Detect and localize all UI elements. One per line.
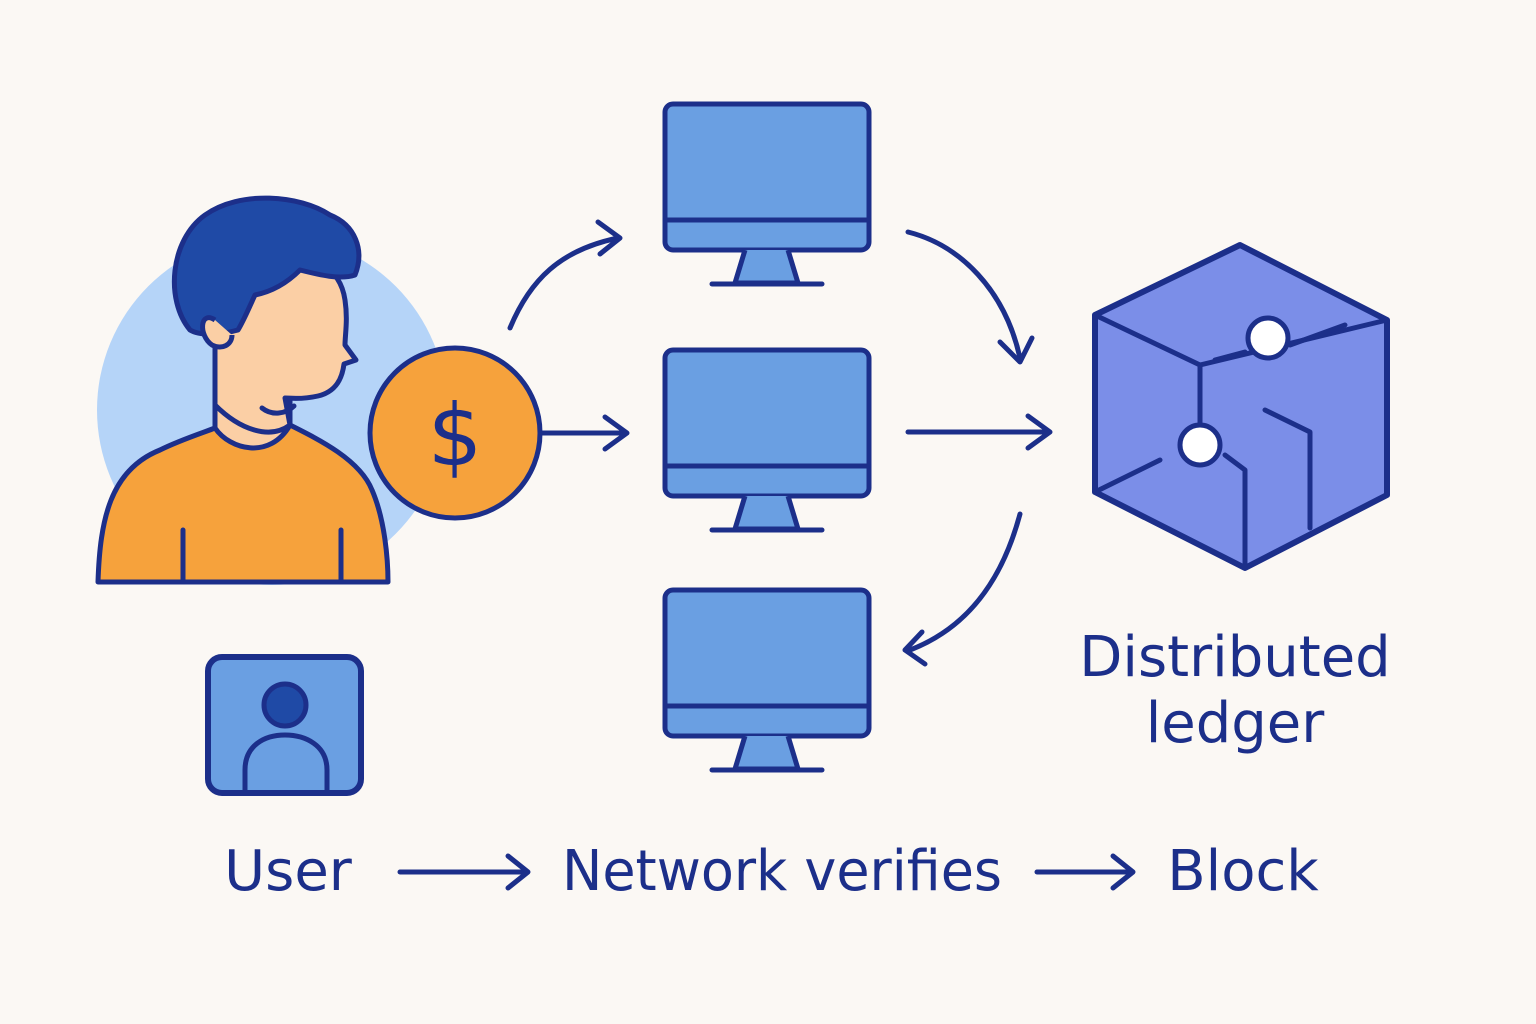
arrow-icon (397, 853, 531, 891)
desktop-computer-icon (662, 101, 872, 287)
arrow-icon (1034, 853, 1136, 891)
desktop-computer-icon (662, 347, 872, 533)
person-illustration-icon (95, 195, 447, 585)
flow-label-network: Network verifies (562, 839, 1002, 904)
flow-label-user: User (224, 839, 353, 904)
ledger-cube-icon (1092, 242, 1390, 571)
arrow-icon (905, 413, 1053, 451)
arrow-icon (507, 219, 623, 331)
arrow-icon (537, 414, 630, 452)
ledger-label-line1: Distributed (1079, 625, 1390, 690)
arrow-icon (905, 229, 1035, 365)
desktop-computer-icon (662, 587, 872, 773)
svg-text:$: $ (428, 386, 483, 486)
flow-label-block: Block (1167, 839, 1319, 904)
user-badge-icon (205, 654, 364, 796)
ledger-label-line2: ledger (1146, 691, 1326, 756)
arrow-icon (902, 511, 1023, 667)
dollar-coin-icon: $ (367, 345, 543, 521)
